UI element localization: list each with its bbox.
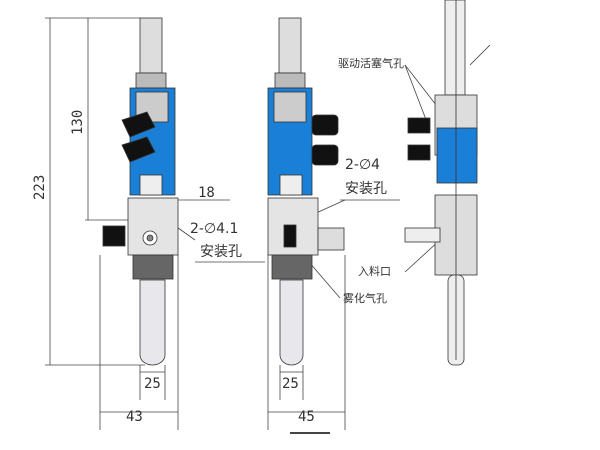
lower-block xyxy=(127,197,179,256)
mid-hole-spec: 2-∅4 xyxy=(345,157,381,173)
dim-mid-total: 45 xyxy=(298,409,315,425)
dim-mid-nozzle: 25 xyxy=(282,376,299,392)
left-view xyxy=(102,17,179,366)
dim-hole-offset: 18 xyxy=(198,185,215,201)
dim-overall-height: 223 xyxy=(32,174,48,200)
material-inlet-label: 入料口 xyxy=(358,265,391,278)
nozzle xyxy=(139,279,166,366)
dim-left-total: 43 xyxy=(126,409,143,425)
left-hole-label: 安装孔 xyxy=(200,244,242,260)
left-hole-spec: 2-∅4.1 xyxy=(190,221,239,237)
middle-view xyxy=(267,17,345,366)
side-fitting xyxy=(102,225,126,247)
piston-air-port-label: 驱动活塞气孔 xyxy=(338,57,404,70)
knurled-nut xyxy=(132,254,174,280)
section-view xyxy=(404,0,491,366)
air-fitting xyxy=(121,111,156,163)
atomizing-air-port-label: 雾化气孔 xyxy=(343,292,387,305)
mid-hole-label: 安装孔 xyxy=(345,181,387,197)
dim-left-nozzle: 25 xyxy=(144,376,161,392)
dimension-lines xyxy=(45,17,441,434)
dim-upper-height: 130 xyxy=(70,109,86,135)
micrometer xyxy=(139,17,163,74)
